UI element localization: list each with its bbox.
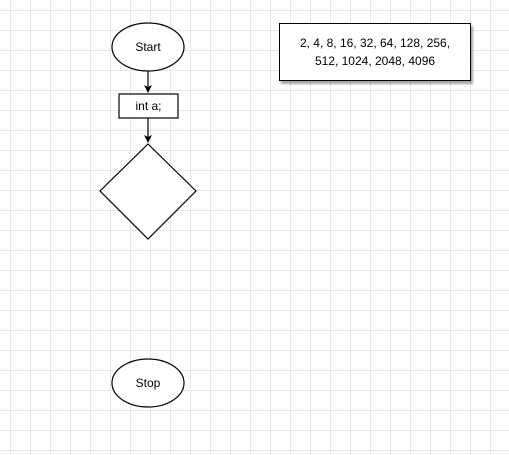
decision-diamond-shape[interactable] bbox=[99, 143, 197, 240]
sequence-note-text: 2, 4, 8, 16, 32, 64, 128, 256, 512, 1024… bbox=[299, 36, 451, 68]
stop-terminator-shape[interactable] bbox=[111, 358, 185, 408]
declaration-label: int a; bbox=[135, 99, 162, 113]
declaration-process-shape[interactable] bbox=[118, 93, 179, 119]
stop-label: Stop bbox=[135, 376, 161, 390]
start-label: Start bbox=[135, 40, 161, 54]
sequence-note-box[interactable]: 2, 4, 8, 16, 32, 64, 128, 256, 512, 1024… bbox=[279, 23, 471, 81]
decision-label bbox=[110, 170, 186, 212]
